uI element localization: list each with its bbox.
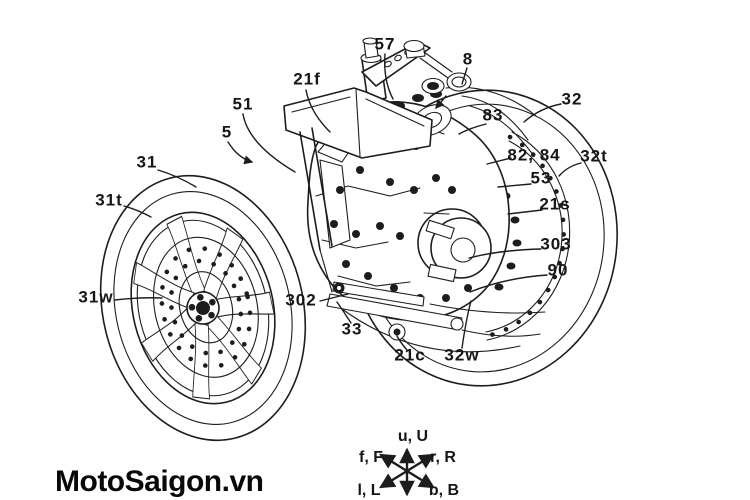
part-label-31w: 31w bbox=[78, 287, 113, 306]
axis-arrows bbox=[381, 450, 433, 494]
axis-legend: u, U f, F r, R l, L b, B bbox=[357, 428, 459, 499]
part-label-32w: 32w bbox=[444, 345, 479, 364]
part-label-21f: 21f bbox=[293, 69, 321, 88]
part-label-31: 31 bbox=[137, 152, 158, 171]
part-label-90: 90 bbox=[548, 260, 569, 279]
watermark: MotoSaigon.vn bbox=[55, 465, 263, 498]
axis-label-back: b, B bbox=[429, 482, 459, 499]
steering-damper bbox=[447, 73, 471, 91]
part-label-83: 83 bbox=[483, 105, 504, 124]
axis-label-left: l, L bbox=[357, 482, 380, 499]
part-label-82-84: 82, 84 bbox=[507, 145, 560, 164]
part-label-21c: 21c bbox=[394, 345, 425, 364]
leader-32t bbox=[559, 163, 581, 176]
part-label-5: 5 bbox=[222, 122, 232, 141]
leader-21s bbox=[508, 210, 542, 214]
part-label-32: 32 bbox=[562, 89, 583, 108]
leader-5 bbox=[228, 142, 252, 162]
part-label-303: 303 bbox=[540, 234, 571, 253]
part-label-302: 302 bbox=[285, 290, 316, 309]
part-label-31t: 31t bbox=[95, 190, 123, 209]
part-label-57: 57 bbox=[375, 34, 396, 53]
axis-label-up: u, U bbox=[398, 428, 428, 445]
part-label-51: 51 bbox=[233, 94, 254, 113]
part-label-32t: 32t bbox=[580, 146, 608, 165]
axis-label-front: f, F bbox=[359, 449, 383, 466]
part-label-53: 53 bbox=[531, 168, 552, 187]
front-bracket bbox=[284, 88, 432, 158]
part-label-8: 8 bbox=[463, 49, 473, 68]
part-label-33: 33 bbox=[342, 319, 363, 338]
axis-label-right: r, R bbox=[430, 449, 456, 466]
part-label-21s: 21s bbox=[539, 194, 570, 213]
